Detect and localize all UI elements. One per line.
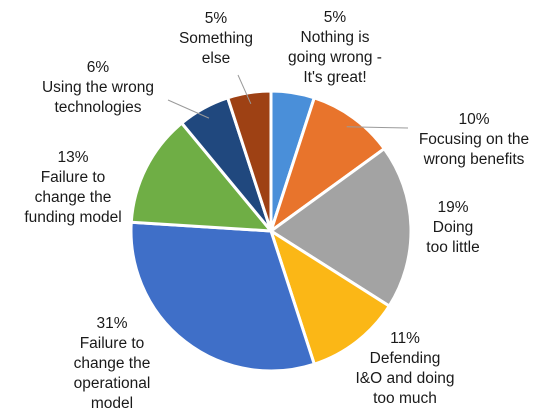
label-operational-line: model	[90, 395, 134, 412]
label-nothing-wrong-line: going wrong -	[288, 49, 382, 66]
label-funding-model: 13% Failure to change the funding model	[14, 148, 132, 228]
pie-slice	[269, 96, 386, 233]
label-doing-line: 19%	[437, 199, 469, 216]
leader-line	[346, 126, 409, 129]
label-wrong-technologies: 6% Using the wrong technologies	[30, 58, 166, 118]
label-technologies-line: 6%	[86, 59, 110, 76]
label-defending-line: Defending	[369, 350, 441, 367]
label-doing-line: Doing	[432, 219, 474, 236]
pie-slice	[269, 229, 391, 366]
label-something-line: else	[201, 50, 231, 67]
label-funding-line: Failure to	[40, 169, 106, 186]
label-focusing-wrong-benefits: 10% Focusing on the wrong benefits	[408, 110, 540, 170]
label-nothing-wrong-line: Nothing is	[300, 29, 370, 46]
leader-line	[167, 99, 210, 119]
label-focusing-line: 10%	[458, 111, 490, 128]
label-something-line: 5%	[204, 10, 228, 27]
label-focusing-line: Focusing on the	[418, 131, 530, 148]
label-funding-line: 13%	[57, 149, 89, 166]
label-technologies-line: technologies	[54, 99, 142, 116]
label-doing-too-little: 19% Doing too little	[418, 198, 488, 258]
label-operational-line: operational	[73, 375, 151, 392]
label-technologies-line: Using the wrong	[41, 79, 154, 96]
pie-slice	[129, 121, 273, 233]
label-defending-line: I&O and doing	[355, 370, 455, 387]
pie-slice	[226, 89, 273, 233]
label-something-else: 5% Something else	[166, 9, 266, 69]
label-defending-line: 11%	[390, 330, 420, 347]
label-operational-line: change the	[73, 355, 151, 372]
label-focusing-line: wrong benefits	[423, 151, 525, 168]
label-defending-line: too much	[373, 390, 437, 407]
label-defending: 11% Defending I&O and doing too much	[346, 329, 464, 409]
pie-slice	[269, 147, 413, 308]
label-nothing-wrong: 5% Nothing is going wrong - It's great!	[287, 8, 383, 88]
label-doing-line: too little	[426, 239, 480, 256]
label-operational-line: 31%	[96, 315, 128, 332]
label-operational-line: Failure to	[79, 335, 145, 352]
label-nothing-wrong-line: 5%	[323, 9, 347, 26]
label-funding-line: change the	[34, 189, 112, 206]
label-operational-model: 31% Failure to change the operational mo…	[62, 314, 162, 414]
label-something-line: Something	[178, 30, 254, 47]
label-nothing-wrong-line: It's great!	[303, 69, 367, 86]
leader-line	[237, 74, 252, 104]
label-funding-line: funding model	[24, 209, 122, 226]
pie-slice	[129, 220, 316, 373]
